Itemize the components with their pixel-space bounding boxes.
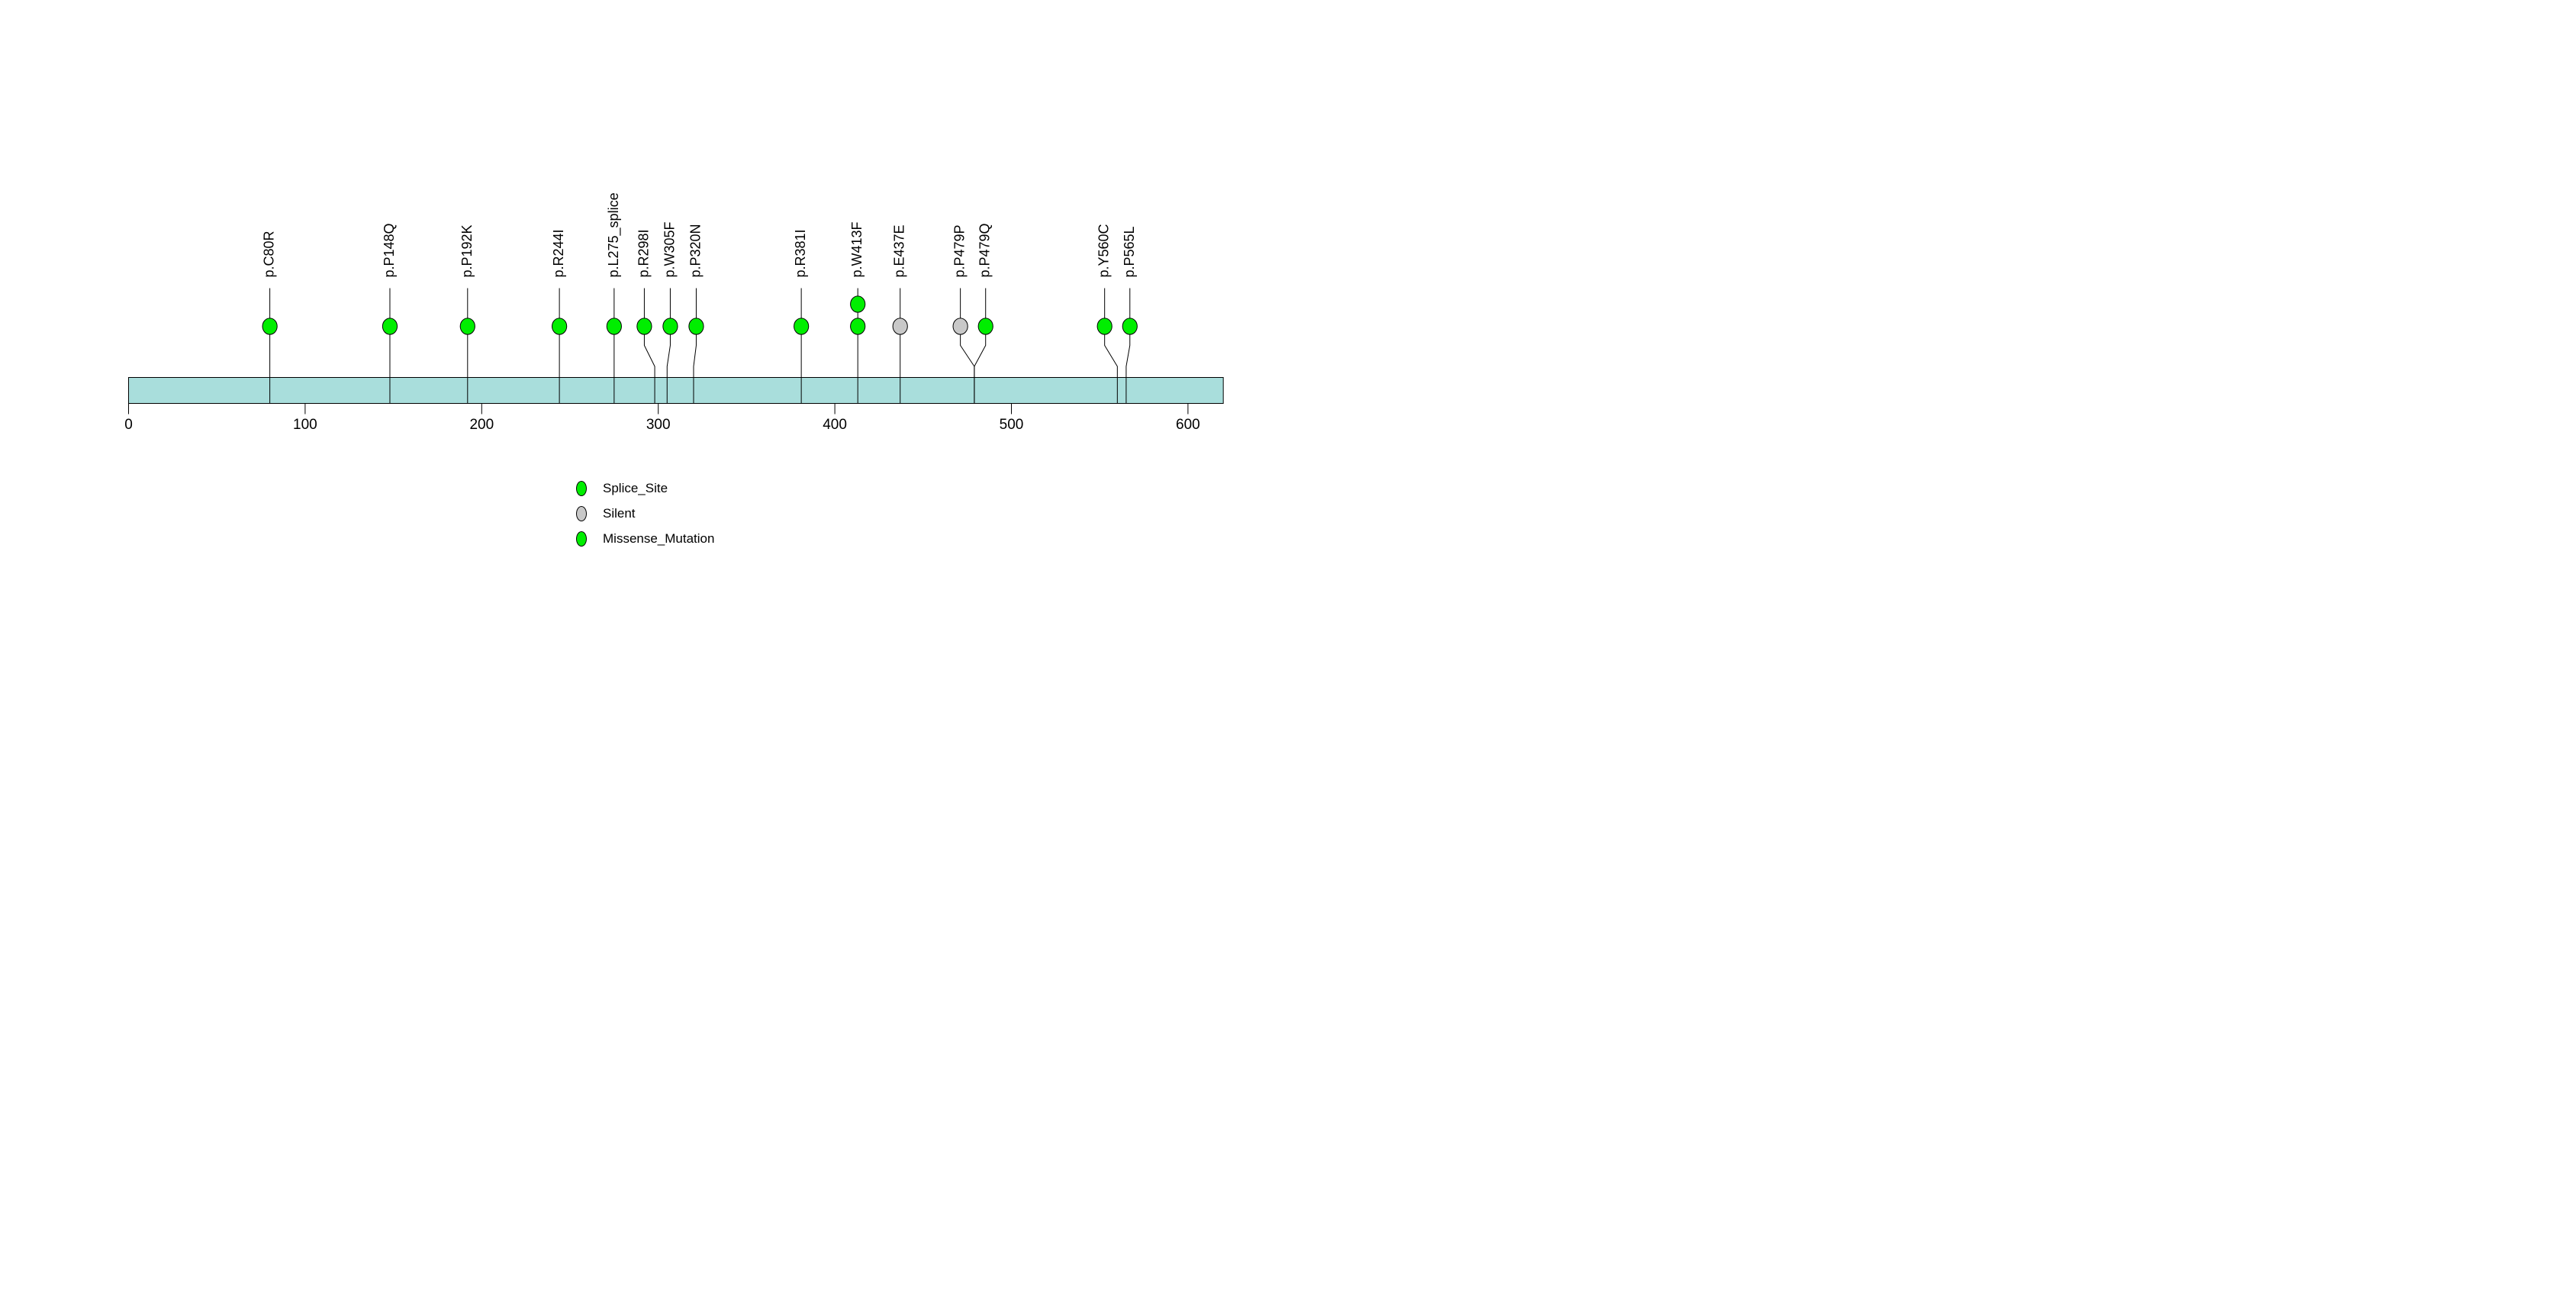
mutation-circle	[1096, 318, 1113, 335]
protein-bar	[128, 377, 1224, 404]
mutation-label: p.P565L	[1122, 226, 1137, 277]
mutation-label: p.P192K	[459, 224, 475, 277]
mutation-stick	[974, 288, 987, 404]
mutation-circle	[606, 318, 622, 335]
axis-tick-label: 500	[1000, 417, 1024, 433]
axis-tick-label: 600	[1176, 417, 1200, 433]
legend-swatch-silent-icon	[576, 506, 587, 521]
mutation-label: p.R244I	[551, 229, 566, 277]
legend-label-missense-mutation: Missense_Mutation	[603, 531, 715, 546]
mutation-stick	[1104, 288, 1118, 404]
mutation-circle	[262, 318, 278, 335]
mutation-stick	[643, 288, 655, 404]
legend-item-silent: Silent	[576, 506, 714, 521]
mutation-label: p.R298I	[636, 229, 651, 277]
legend-item-splice-site: Splice_Site	[576, 481, 714, 496]
mutation-label: p.Y560C	[1096, 224, 1112, 277]
mutation-circle	[1122, 318, 1138, 335]
mutation-circle	[794, 318, 810, 335]
legend: Splice_Site Silent Missense_Mutation	[576, 481, 714, 547]
mutation-circle	[688, 318, 704, 335]
mutation-label: p.C80R	[262, 231, 277, 277]
mutation-label: p.P320N	[687, 224, 703, 277]
mutation-circle	[382, 318, 398, 335]
lollipop-chart-svg: 0 100 200 300 400 500 600 p.C80R p.P148Q p.P192K p…	[124, 192, 1224, 433]
mutation-label: p.W413F	[849, 221, 865, 277]
mutation-circle	[552, 318, 568, 335]
axis-tick-label: 300	[646, 417, 671, 433]
axis-tick-label: 0	[124, 417, 133, 433]
mutation-label: p.R381I	[793, 229, 808, 277]
mutation-stick	[693, 288, 697, 404]
lollipop-plot: 0 100 200 300 400 500 600 p.C80R p.P148Q p.P192K p…	[0, 0, 1288, 645]
axis-tick-label: 200	[469, 417, 494, 433]
mutation-stick	[666, 288, 671, 404]
legend-label-silent: Silent	[603, 506, 636, 521]
legend-swatch-missense-mutation-icon	[576, 531, 587, 547]
legend-label-splice-site: Splice_Site	[603, 481, 668, 495]
mutation-label: p.L275_splice	[606, 192, 622, 277]
mutation-label: p.W305F	[662, 221, 677, 277]
mutation-stick	[1125, 288, 1131, 404]
mutation-circle	[977, 318, 993, 335]
axis-tick-label: 400	[823, 417, 847, 433]
legend-swatch-splice-site-icon	[576, 481, 587, 496]
mutation-circle	[459, 318, 475, 335]
mutation-circle	[636, 318, 652, 335]
mutation-circle	[850, 295, 866, 313]
legend-item-missense-mutation: Missense_Mutation	[576, 531, 714, 547]
mutation-circle	[952, 318, 968, 335]
mutation-label: p.P479Q	[977, 223, 993, 277]
mutation-label: p.E437E	[892, 224, 907, 277]
mutation-circle	[662, 318, 678, 335]
mutation-circle	[850, 318, 866, 335]
mutation-circle	[892, 318, 908, 335]
mutation-label: p.P479P	[952, 224, 968, 277]
mutation-label: p.P148Q	[382, 223, 397, 277]
axis-tick-label: 100	[293, 417, 317, 433]
